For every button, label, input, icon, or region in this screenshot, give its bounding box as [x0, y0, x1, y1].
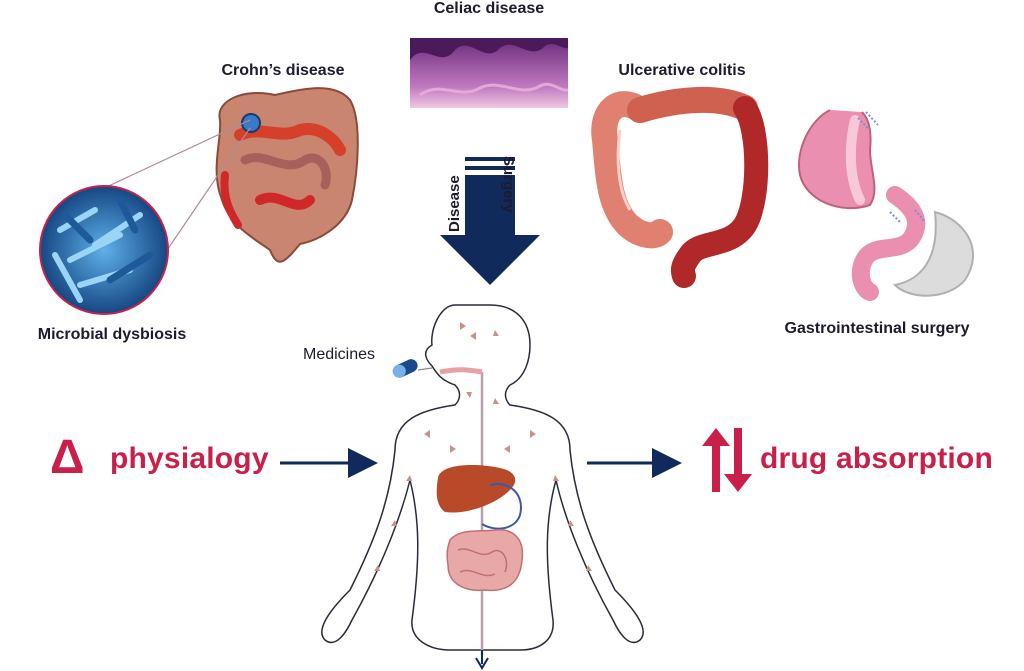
up-down-arrows-icon — [702, 428, 752, 492]
microbial-dysbiosis-image — [39, 185, 169, 315]
microbial-dysbiosis-label: Microbial dysbiosis — [37, 326, 187, 343]
physiology-label: physialogy — [110, 442, 269, 475]
zoom-line-top — [99, 119, 251, 191]
ulcerative-colitis-label: Ulcerative colitis — [618, 62, 746, 79]
celiac-tissue-image — [410, 38, 569, 108]
disease-surgery-arrow — [440, 157, 540, 285]
celiac-disease-label: Celiac disease — [433, 0, 545, 17]
excretion-arrow — [475, 650, 489, 670]
gastrointestinal-surgery-label: Gastrointestinal surgery — [784, 320, 970, 337]
stomach-organ — [481, 483, 522, 530]
delta-icon: Δ — [50, 431, 85, 484]
gastrointestinal-surgery-image — [798, 109, 975, 301]
arrow-disease-label: Disease — [446, 175, 463, 232]
medicines-label: Medicines — [303, 346, 376, 363]
medicine-capsule-icon — [392, 359, 433, 378]
crohns-disease-label: Crohn’s disease — [221, 62, 345, 79]
crohns-intestine-image — [215, 87, 359, 263]
circulation-arrows — [374, 322, 592, 571]
drug-absorption-label: drug absorption — [760, 442, 993, 475]
ulcerative-colitis-image — [591, 86, 769, 288]
arrow-surgery-label: Surgery — [500, 156, 517, 213]
liver-organ — [436, 465, 516, 513]
intestines-organ — [446, 529, 524, 592]
